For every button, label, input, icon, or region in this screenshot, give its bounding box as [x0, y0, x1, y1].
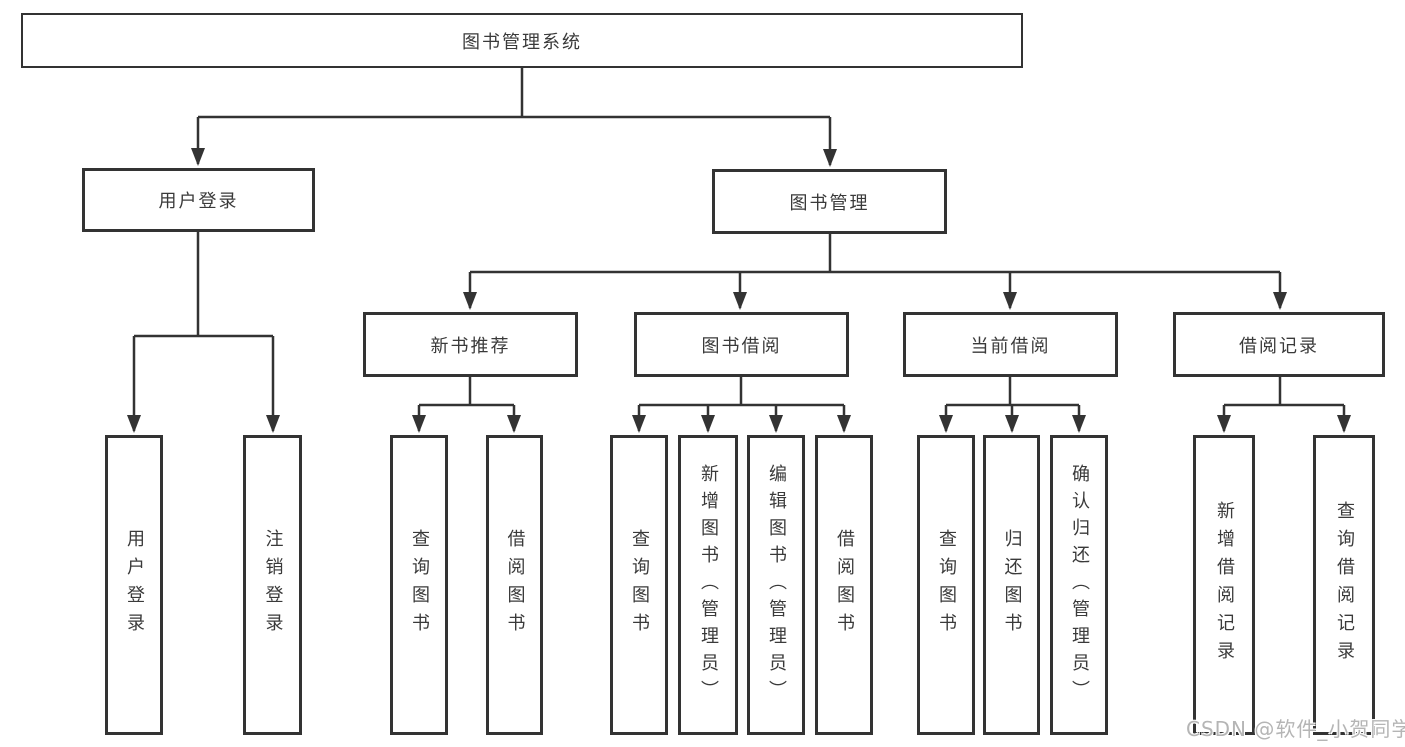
- node-leaf-logout-label: 注销登录: [262, 529, 284, 641]
- node-nb-query-books-label: 查询图书: [409, 529, 430, 641]
- node-leaf-logout: 注销登录: [243, 435, 302, 735]
- node-rec-query-record: 查询借阅记录: [1313, 435, 1375, 735]
- node-rec-add-record: 新增借阅记录: [1193, 435, 1255, 735]
- node-nb-borrow-books: 借阅图书: [486, 435, 543, 735]
- node-leaf-user-login-label: 用户登录: [124, 529, 145, 641]
- node-user-login-label: 用户登录: [158, 191, 239, 212]
- node-bb-edit-books-admin: 编辑图书（管理员）: [747, 435, 805, 735]
- node-book-management: 图书管理: [712, 169, 947, 234]
- node-leaf-user-login: 用户登录: [105, 435, 163, 735]
- node-user-login: 用户登录: [82, 168, 315, 232]
- node-new-book-recommend-label: 新书推荐: [430, 335, 511, 357]
- node-bb-borrow-books-label: 借阅图书: [834, 529, 855, 641]
- node-current-borrowing-label: 当前借阅: [970, 335, 1051, 357]
- node-bb-query-books: 查询图书: [610, 435, 668, 735]
- node-root-label: 图书管理系统: [462, 31, 582, 53]
- node-cb-query-books: 查询图书: [917, 435, 975, 735]
- node-cb-query-books-label: 查询图书: [936, 529, 957, 641]
- node-bb-borrow-books: 借阅图书: [815, 435, 873, 735]
- node-cb-return-books: 归还图书: [983, 435, 1040, 735]
- node-nb-borrow-books-label: 借阅图书: [504, 529, 526, 641]
- node-borrowing-records: 借阅记录: [1173, 312, 1385, 377]
- node-cb-return-books-label: 归还图书: [1001, 529, 1023, 641]
- node-root: 图书管理系统: [21, 13, 1023, 68]
- node-bb-add-books-admin-label: 新增图书（管理员）: [698, 463, 719, 707]
- node-rec-query-record-label: 查询借阅记录: [1334, 501, 1355, 669]
- node-new-book-recommend: 新书推荐: [363, 312, 578, 377]
- node-nb-query-books: 查询图书: [390, 435, 448, 735]
- node-book-management-label: 图书管理: [789, 192, 870, 214]
- csdn-watermark: CSDN @软件_小贺同学: [1186, 717, 1405, 741]
- node-current-borrowing: 当前借阅: [903, 312, 1118, 377]
- node-cb-confirm-return-admin: 确认归还（管理员）: [1050, 435, 1108, 735]
- node-book-borrowing: 图书借阅: [634, 312, 849, 377]
- node-book-borrowing-label: 图书借阅: [701, 335, 782, 357]
- node-bb-query-books-label: 查询图书: [629, 529, 650, 641]
- node-rec-add-record-label: 新增借阅记录: [1214, 501, 1235, 669]
- node-cb-confirm-return-admin-label: 确认归还（管理员）: [1069, 463, 1090, 707]
- node-borrowing-records-label: 借阅记录: [1239, 335, 1319, 357]
- node-bb-edit-books-admin-label: 编辑图书（管理员）: [766, 463, 787, 707]
- node-bb-add-books-admin: 新增图书（管理员）: [678, 435, 738, 735]
